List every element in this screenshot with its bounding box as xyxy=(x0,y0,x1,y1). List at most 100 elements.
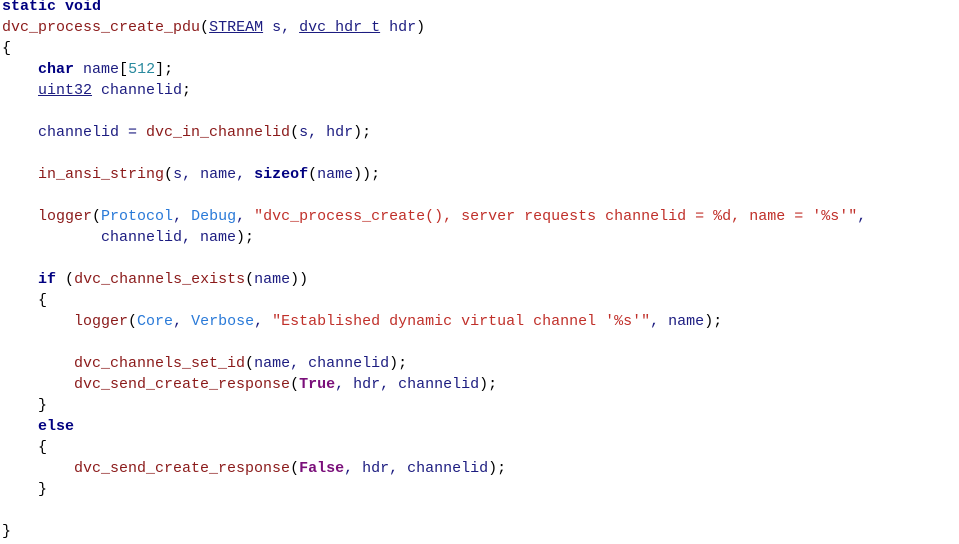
code-line: dvc_channels_set_id(name, channelid); xyxy=(2,353,866,374)
code-token: "dvc_process_create(), server requests c… xyxy=(254,208,858,225)
code-token: name xyxy=(317,166,354,183)
code-token: ( xyxy=(128,313,138,330)
code-token: ); xyxy=(389,355,408,372)
code-line: } xyxy=(2,521,866,542)
code-token: } xyxy=(2,523,12,540)
code-token: ( xyxy=(92,208,102,225)
code-line: { xyxy=(2,290,866,311)
code-token: "Established dynamic virtual channel '%s… xyxy=(272,313,651,330)
code-token: ; xyxy=(182,82,192,99)
code-token xyxy=(2,460,74,477)
code-line: { xyxy=(2,437,866,458)
code-line xyxy=(2,185,866,206)
code-token: ( xyxy=(164,166,174,183)
code-line: } xyxy=(2,395,866,416)
code-token: s, hdr xyxy=(299,124,354,141)
code-line: char name[512]; xyxy=(2,59,866,80)
code-line: else xyxy=(2,416,866,437)
code-token: , xyxy=(857,208,867,225)
code-token xyxy=(2,166,38,183)
code-token: dvc_process_create_pdu xyxy=(2,19,201,36)
code-line: { xyxy=(2,38,866,59)
code-token: ( xyxy=(200,19,210,36)
code-token: ( xyxy=(290,460,300,477)
code-token: , hdr, channelid xyxy=(335,376,480,393)
code-line: if (dvc_channels_exists(name)) xyxy=(2,269,866,290)
code-token: ); xyxy=(353,124,372,141)
code-token: False xyxy=(299,460,345,477)
code-token xyxy=(2,439,38,456)
code-token: True xyxy=(299,376,336,393)
code-line: channelid, name); xyxy=(2,227,866,248)
code-token: dvc_channels_set_id xyxy=(74,355,246,372)
code-token: dvc_send_create_response xyxy=(74,460,291,477)
code-line xyxy=(2,500,866,521)
code-token: ( xyxy=(308,166,318,183)
code-token: char xyxy=(38,61,75,78)
code-token: ( xyxy=(245,355,255,372)
code-token xyxy=(56,271,65,288)
code-line: logger(Core, Verbose, "Established dynam… xyxy=(2,311,866,332)
code-token: , hdr, channelid xyxy=(344,460,489,477)
code-line: dvc_send_create_response(False, hdr, cha… xyxy=(2,458,866,479)
code-token xyxy=(2,82,38,99)
code-line: in_ansi_string(s, name, sizeof(name)); xyxy=(2,164,866,185)
code-line: dvc_send_create_response(True, hdr, chan… xyxy=(2,374,866,395)
code-token: s, xyxy=(263,19,300,36)
code-token: dvc_hdr_t xyxy=(299,19,381,36)
code-token: sizeof xyxy=(254,166,309,183)
code-token: dvc_send_create_response xyxy=(74,376,291,393)
code-token: channelid = xyxy=(2,124,147,141)
code-line xyxy=(2,248,866,269)
code-token: { xyxy=(38,439,48,456)
code-token: ) xyxy=(416,19,426,36)
code-token: channelid xyxy=(92,82,183,99)
code-token: ); xyxy=(236,229,255,246)
code-token: } xyxy=(38,397,48,414)
code-token: , xyxy=(236,208,255,225)
code-token: ( xyxy=(290,124,300,141)
code-token: ); xyxy=(488,460,507,477)
code-line xyxy=(2,332,866,353)
code-token: [ xyxy=(119,61,129,78)
code-token xyxy=(2,418,38,435)
code-token: ); xyxy=(479,376,498,393)
code-token: ( xyxy=(245,271,255,288)
code-token xyxy=(2,313,74,330)
code-token xyxy=(2,61,38,78)
code-token: ( xyxy=(290,376,300,393)
code-token: { xyxy=(2,40,12,57)
code-token: name xyxy=(74,61,120,78)
code-token: s, name, xyxy=(173,166,255,183)
code-token: , xyxy=(173,313,192,330)
code-token: in_ansi_string xyxy=(38,166,165,183)
code-token xyxy=(2,208,38,225)
code-token xyxy=(2,481,38,498)
code-line: uint32 channelid; xyxy=(2,80,866,101)
code-token: Core xyxy=(137,313,174,330)
code-token: channelid, name xyxy=(2,229,237,246)
code-token: hdr xyxy=(380,19,417,36)
code-token: dvc_in_channelid xyxy=(146,124,291,141)
code-token xyxy=(2,355,74,372)
code-token: logger xyxy=(74,313,129,330)
code-token: Verbose xyxy=(191,313,255,330)
code-token: else xyxy=(38,418,75,435)
code-token: ); xyxy=(704,313,723,330)
code-line: logger(Protocol, Debug, "dvc_process_cre… xyxy=(2,206,866,227)
code-token: uint32 xyxy=(38,82,93,99)
code-line: } xyxy=(2,479,866,500)
code-token xyxy=(2,292,38,309)
code-line: channelid = dvc_in_channelid(s, hdr); xyxy=(2,122,866,143)
code-token: )) xyxy=(290,271,309,288)
code-token: , name xyxy=(650,313,705,330)
code-token: static void xyxy=(2,0,102,15)
code-line xyxy=(2,143,866,164)
code-token xyxy=(2,376,74,393)
code-token: , xyxy=(173,208,192,225)
code-line: static void xyxy=(2,0,866,17)
code-token: logger xyxy=(38,208,93,225)
code-token: } xyxy=(38,481,48,498)
code-token: name, channelid xyxy=(254,355,390,372)
